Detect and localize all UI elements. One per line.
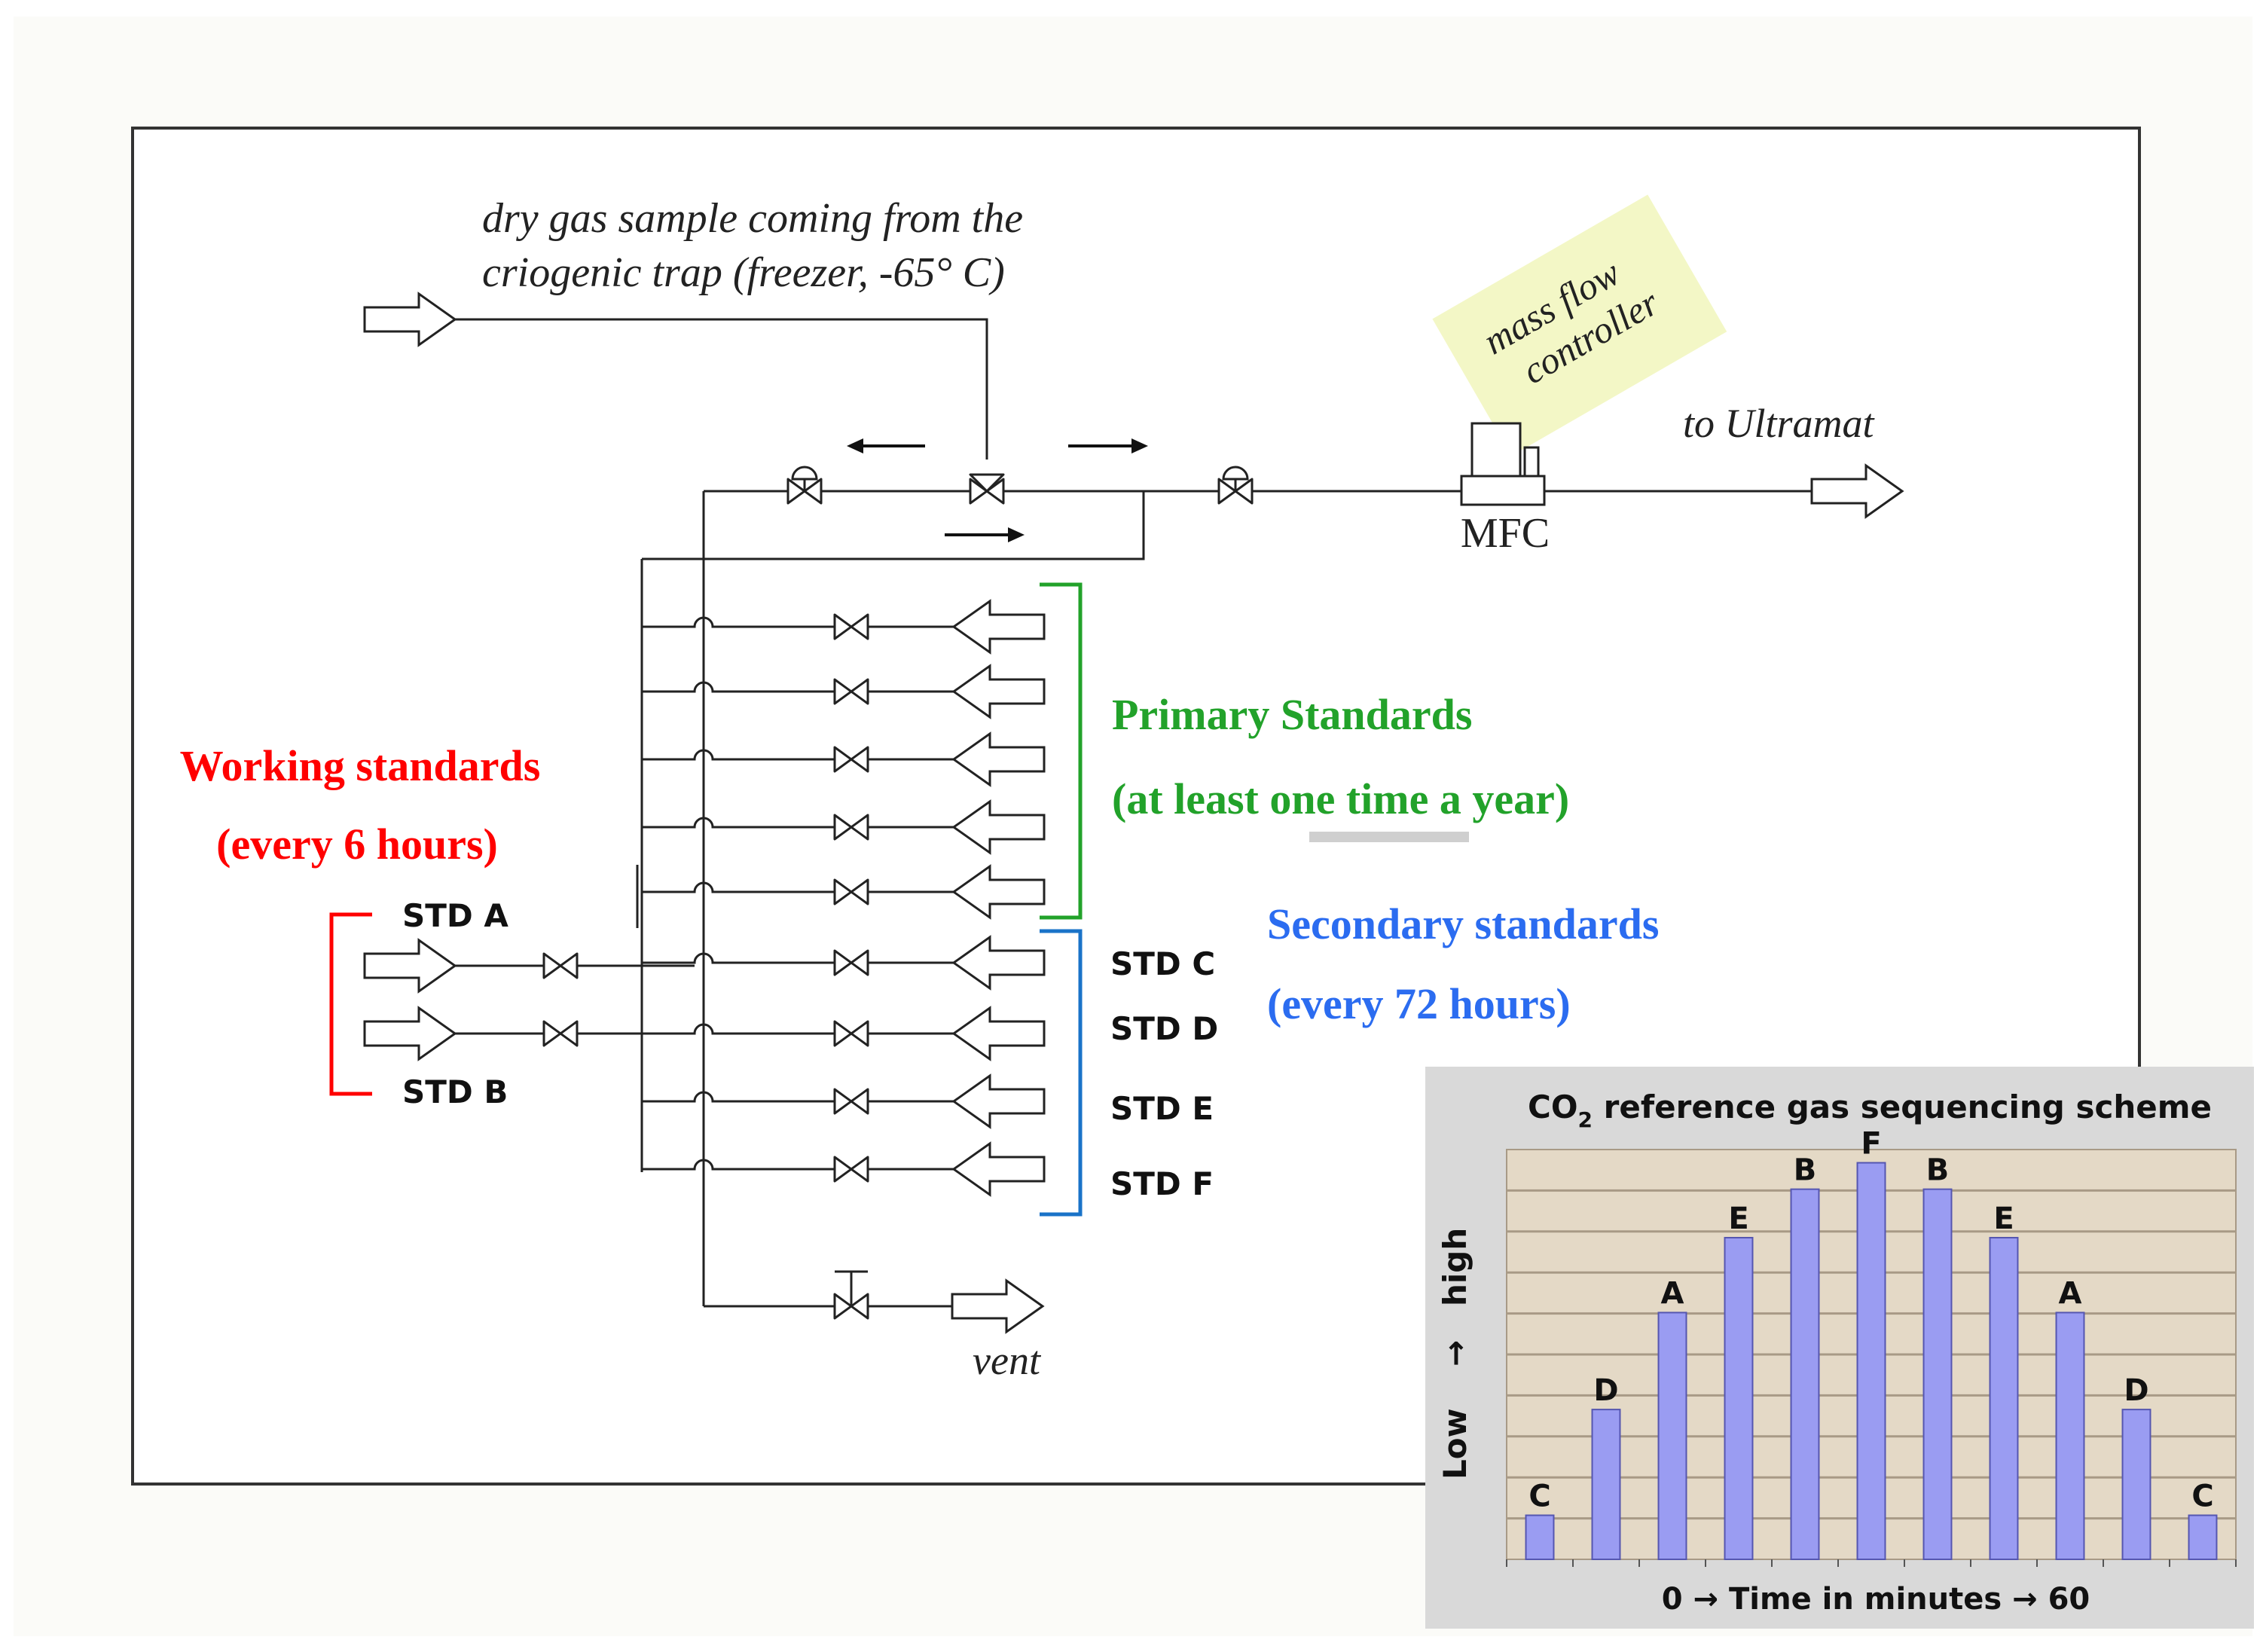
row-line bbox=[642, 952, 954, 964]
sample-label-line2: criogenic trap (freezer, -65° C) bbox=[482, 249, 1005, 296]
standard-row bbox=[642, 1142, 1046, 1196]
primary-standards-title: Primary Standards bbox=[1112, 690, 1473, 739]
vent-valve bbox=[833, 1270, 869, 1320]
standard-row bbox=[642, 664, 1046, 719]
row-line bbox=[642, 817, 954, 829]
standard-row bbox=[642, 800, 1046, 854]
row-line bbox=[642, 681, 954, 693]
chart-xlabel: 0 → Time in minutes → 60 bbox=[1662, 1582, 2090, 1617]
flow-arrow-left bbox=[847, 438, 925, 453]
flow-arrow-right-bottom bbox=[945, 527, 1025, 542]
mfc-device bbox=[1460, 422, 1546, 506]
std-b-label: STD B bbox=[402, 1073, 508, 1110]
bar-c bbox=[2188, 1514, 2218, 1560]
bar-e bbox=[1989, 1236, 2019, 1560]
bar-d bbox=[1591, 1409, 1621, 1560]
working-bracket bbox=[329, 912, 372, 1096]
primary-bracket bbox=[1040, 582, 1083, 920]
bar-label: C bbox=[2191, 1479, 2213, 1514]
bar-label: D bbox=[1593, 1373, 1618, 1408]
std-b-inlet bbox=[363, 1006, 695, 1061]
bar-label: D bbox=[2124, 1373, 2148, 1408]
vent-label: vent bbox=[973, 1338, 1042, 1383]
flow-arrow-right-top bbox=[1068, 438, 1148, 453]
three-way-valve bbox=[969, 473, 1005, 505]
standard-row bbox=[642, 1074, 1046, 1128]
bar-e bbox=[1724, 1236, 1754, 1560]
std-a-inlet bbox=[363, 939, 695, 993]
row-line bbox=[642, 1091, 954, 1103]
standard-rows bbox=[642, 600, 1046, 1196]
bar-label: A bbox=[1661, 1276, 1684, 1311]
mfc-note: mass flow controller bbox=[1432, 194, 1727, 457]
chart-ylabel: Low → high bbox=[1437, 1228, 1474, 1479]
standard-row bbox=[642, 936, 1046, 990]
bar-f bbox=[1856, 1162, 1886, 1560]
row-line bbox=[642, 1159, 954, 1171]
row-line bbox=[642, 749, 954, 761]
row-line bbox=[642, 881, 954, 893]
ylabel-arrow: → bbox=[1437, 1340, 1474, 1366]
bar-label: E bbox=[1993, 1202, 2014, 1236]
bar-label: F bbox=[1861, 1127, 1881, 1162]
std-f-label: STD F bbox=[1110, 1165, 1214, 1202]
std-a-label: STD A bbox=[402, 897, 508, 934]
bar-label: C bbox=[1528, 1479, 1550, 1514]
std-c-label: STD C bbox=[1110, 945, 1215, 982]
std-e-label: STD E bbox=[1110, 1090, 1214, 1127]
working-standards-title: Working standards bbox=[180, 741, 541, 790]
underline-mark bbox=[1309, 832, 1469, 842]
bar-a bbox=[2055, 1312, 2085, 1560]
bar-b bbox=[1790, 1188, 1820, 1560]
sample-line bbox=[455, 318, 988, 460]
standard-row bbox=[642, 865, 1046, 919]
std-d-label: STD D bbox=[1110, 1010, 1218, 1047]
standard-row bbox=[642, 732, 1046, 786]
bar-label: E bbox=[1728, 1202, 1748, 1236]
sample-label-line1: dry gas sample coming from the bbox=[482, 195, 1023, 242]
bar-label: A bbox=[2059, 1276, 2082, 1311]
row-line bbox=[642, 616, 954, 628]
bar-b bbox=[1922, 1188, 1953, 1560]
standard-row bbox=[642, 600, 1046, 654]
row-line bbox=[642, 1023, 954, 1035]
secondary-standards-frequency: (every 72 hours) bbox=[1267, 979, 1571, 1028]
ylabel-low: Low bbox=[1437, 1409, 1474, 1479]
bar-label: B bbox=[1794, 1153, 1817, 1188]
return-line bbox=[642, 491, 1145, 560]
secondary-bracket bbox=[1040, 929, 1083, 1217]
bar-c bbox=[1525, 1514, 1555, 1560]
secondary-standards-title: Secondary standards bbox=[1267, 899, 1659, 948]
chart-plot-area: C D A E B F B E A D C bbox=[1506, 1127, 2237, 1567]
to-ultramat-label: to Ultramat bbox=[1683, 401, 1876, 446]
primary-standards-frequency: (at least one time a year) bbox=[1112, 774, 1569, 823]
bar-a bbox=[1657, 1312, 1687, 1560]
ylabel-high: high bbox=[1437, 1228, 1474, 1306]
chart-title: CO2 reference gas sequencing scheme bbox=[1528, 1089, 2212, 1132]
bar-label: B bbox=[1926, 1153, 1950, 1188]
bar-d bbox=[2121, 1409, 2151, 1560]
standard-row bbox=[642, 1006, 1046, 1061]
working-standards-frequency: (every 6 hours) bbox=[216, 820, 498, 869]
mfc-label: MFC bbox=[1461, 510, 1550, 557]
sequencing-chart: CO2 reference gas sequencing scheme C D A E… bbox=[1425, 1067, 2254, 1629]
